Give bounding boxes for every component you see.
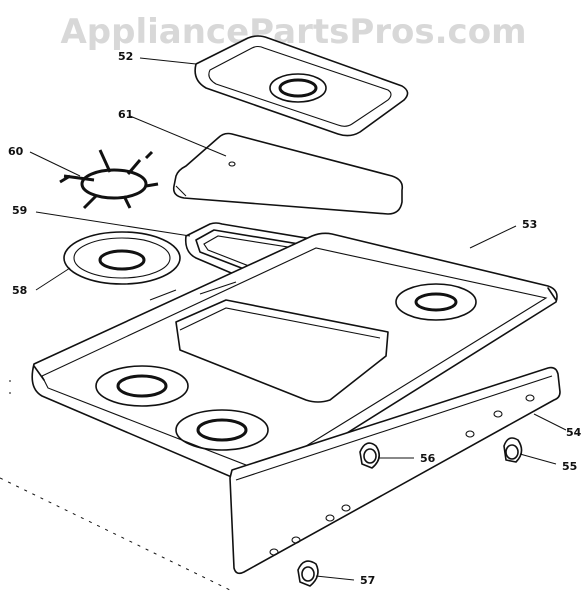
label-52: 52 [118, 50, 133, 63]
label-59: 59 [12, 204, 27, 217]
part-61-cover-plate[interactable] [172, 132, 404, 215]
label-57: 57 [360, 574, 375, 587]
label-56: 56 [420, 452, 436, 465]
label-60: 60 [8, 145, 24, 158]
part-53-cooktop[interactable] [31, 232, 558, 501]
label-58: 58 [12, 284, 27, 297]
label-55: 55 [562, 460, 577, 473]
part-56-knob-bezel[interactable] [359, 442, 380, 469]
part-52-drip-pan[interactable] [194, 35, 409, 137]
label-61: 61 [118, 108, 133, 121]
part-60-burner-grate[interactable] [59, 149, 159, 210]
ground-dashes [0, 477, 231, 591]
leader-lines [29, 57, 567, 581]
part-58-burner-bowl[interactable] [63, 231, 181, 285]
label-54: 54 [566, 426, 582, 439]
label-53: 53 [522, 218, 537, 231]
part-55-knob-bezel[interactable] [503, 437, 523, 463]
part-57-knob-bezel[interactable] [297, 560, 319, 587]
part-54-control-panel[interactable] [229, 366, 561, 575]
